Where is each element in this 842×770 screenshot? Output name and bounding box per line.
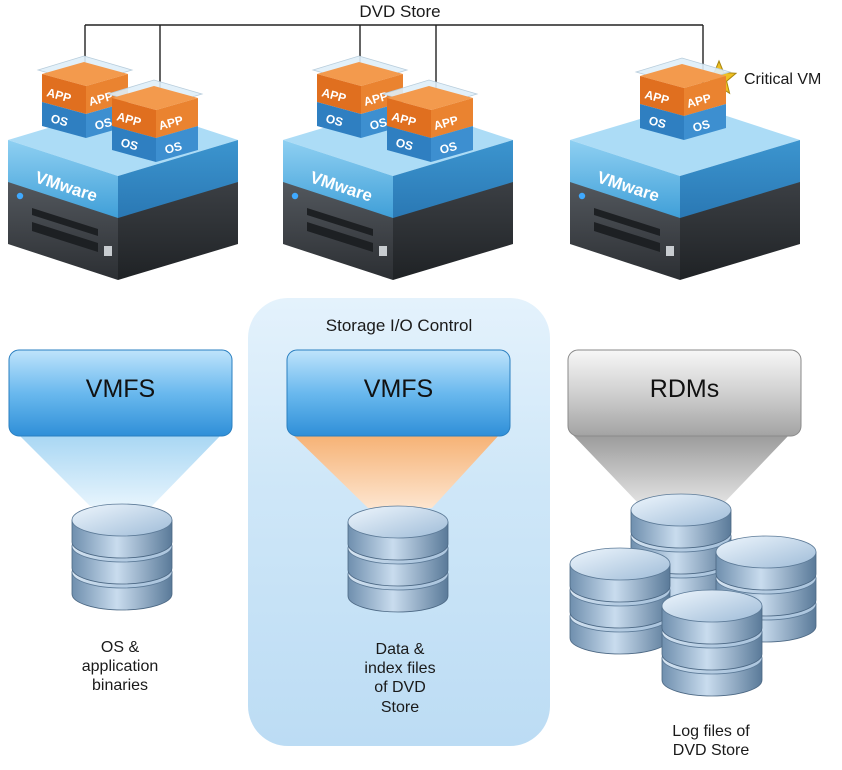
caption-data-index-files: Data & index files of DVD Store (364, 641, 436, 716)
vm-app-label: APP (157, 113, 184, 133)
vmfs-box-center (286, 349, 511, 437)
vm-os-front (112, 126, 156, 162)
funnel-vmfs-center (292, 434, 500, 508)
disk-top (71, 503, 173, 537)
vm-app-top (42, 62, 128, 86)
critical-vm-label: Critical VM (744, 71, 822, 88)
disk-stack-log-3 (569, 547, 671, 655)
vm-os-label: OS (49, 111, 69, 129)
vm-os-label: OS (324, 111, 344, 129)
vm-2: APP APP OS OS (106, 79, 204, 162)
vmfs-box-left (8, 349, 233, 437)
disk-top (630, 493, 732, 527)
vm-1: APP APP OS OS (634, 57, 732, 140)
drive-bay (32, 222, 98, 252)
server-side (393, 176, 513, 280)
vm-os-label: OS (93, 115, 113, 133)
vm-app-label: APP (320, 85, 347, 105)
vm-app-top (317, 62, 403, 86)
vm-app-top (640, 64, 726, 88)
server-side (118, 176, 238, 280)
volume-label-vmfs-left: VMFS (85, 375, 156, 403)
vm-os-front (317, 102, 361, 138)
disk-stack-os-binaries (71, 503, 173, 611)
port (379, 246, 387, 256)
drive-bay (307, 222, 373, 252)
vmware-slab-side (393, 140, 513, 218)
vmware-slab-front (8, 140, 118, 218)
vm-os-label: OS (438, 139, 458, 157)
disk-top (661, 589, 763, 623)
vm-app-front (640, 76, 684, 116)
power-led (578, 192, 586, 200)
vm-os-label: OS (368, 115, 388, 133)
vm-os-label: OS (691, 117, 711, 135)
vm-app-side (431, 98, 473, 138)
power-led (16, 192, 24, 200)
power-led (291, 192, 299, 200)
vmware-slab-front (570, 140, 680, 218)
rdm-box (567, 349, 802, 437)
vm-os-label: OS (119, 135, 139, 153)
server-front (283, 176, 393, 280)
caption-os-binaries: OS & application binaries (81, 639, 159, 695)
vm-app-label: APP (115, 109, 142, 129)
drive-bay (32, 208, 98, 236)
volume-label-rdm: RDMs (649, 375, 720, 403)
vm-app-side (156, 98, 198, 138)
funnel-rdm (572, 434, 790, 505)
vm-app-front (42, 74, 86, 114)
vm-os-label: OS (163, 139, 183, 157)
vm-app-front (317, 74, 361, 114)
vmware-slab-front (283, 140, 393, 218)
vm-app-side (684, 76, 726, 116)
drive-bay (307, 208, 373, 236)
vm-os-label: OS (647, 113, 667, 131)
server-front (8, 176, 118, 280)
caption-log-files: Log files of DVD Store (672, 723, 750, 760)
vm-app-label: APP (45, 85, 72, 105)
vm-app-label: APP (685, 91, 712, 111)
server-front (570, 176, 680, 280)
server-side (680, 176, 800, 280)
vmware-slab-top (570, 104, 800, 176)
vmware-slab-side (680, 140, 800, 218)
vm-os-side (156, 126, 198, 162)
funnel-vmfs-left (18, 434, 222, 506)
dvd-store-title: DVD Store (359, 2, 441, 21)
disk-stack-data-files (347, 505, 449, 613)
port (666, 246, 674, 256)
vm-app-label: APP (432, 113, 459, 133)
vm-app-front (112, 98, 156, 138)
vm-os-side (431, 126, 473, 162)
drive-bay (594, 208, 660, 236)
disk-stack-log-4 (661, 589, 763, 697)
port (104, 246, 112, 256)
vm-os-front (42, 102, 86, 138)
storage-io-control-label: Storage I/O Control (325, 316, 473, 335)
disk-top (715, 535, 817, 569)
vm-app-label: APP (643, 87, 670, 107)
disk-top (347, 505, 449, 539)
vm-os-side (684, 104, 726, 140)
vm-app-top (112, 86, 198, 110)
disk-top (569, 547, 671, 581)
vm-os-front (387, 126, 431, 162)
vm-app-top (387, 86, 473, 110)
vm-os-front (640, 104, 684, 140)
vm-2: APP APP OS OS (381, 79, 479, 162)
vm-app-label: APP (390, 109, 417, 129)
vm-app-front (387, 98, 431, 138)
vm-os-label: OS (394, 135, 414, 153)
drive-bay (594, 222, 660, 252)
volume-label-vmfs-center: VMFS (363, 375, 434, 403)
vmware-slab-side (118, 140, 238, 218)
